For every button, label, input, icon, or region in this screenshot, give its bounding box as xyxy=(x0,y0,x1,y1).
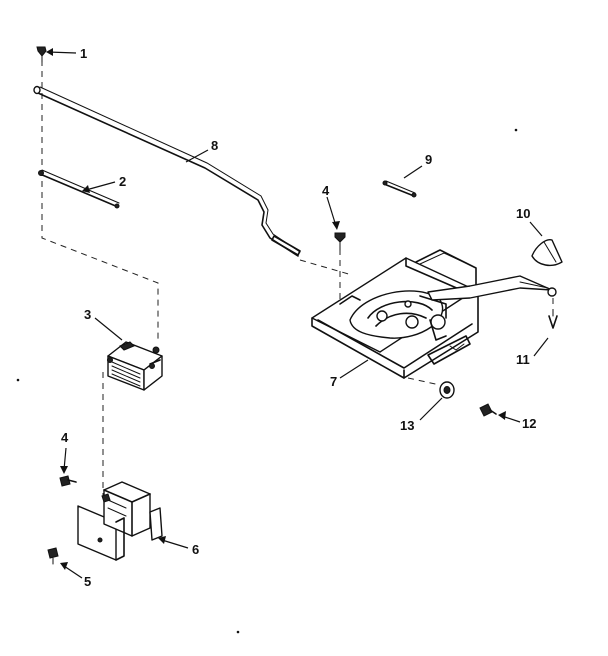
callout-4-lower: 4 xyxy=(61,430,69,445)
callout-11: 11 xyxy=(516,352,530,367)
callout-13: 13 xyxy=(400,418,414,433)
part-12-screw xyxy=(479,403,497,417)
callout-12: 12 xyxy=(522,416,536,431)
part-3-switch xyxy=(107,341,163,391)
part-13-washer xyxy=(439,381,455,399)
callout-7: 7 xyxy=(330,374,337,389)
callout-3: 3 xyxy=(84,307,91,322)
callout-9: 9 xyxy=(425,152,432,167)
part-7-housing xyxy=(311,249,479,379)
assembly-guide-lines xyxy=(41,60,554,500)
callout-labels: 1 2 8 9 4 10 3 7 11 13 12 4 6 5 xyxy=(61,46,536,589)
part-1-screw xyxy=(36,46,47,63)
callout-2: 2 xyxy=(119,174,126,189)
part-8-actuator-rod xyxy=(33,85,301,257)
callout-10: 10 xyxy=(516,206,530,221)
callout-8: 8 xyxy=(211,138,218,153)
part-2-short-rod xyxy=(38,169,120,209)
part-11-clip xyxy=(548,309,558,329)
callout-1: 1 xyxy=(80,46,87,61)
part-4-screw-upper xyxy=(334,232,346,251)
part-9-pin xyxy=(382,180,417,198)
part-6-bracket xyxy=(77,481,163,561)
leader-lines xyxy=(46,48,549,579)
scan-specks xyxy=(16,128,518,634)
callout-5: 5 xyxy=(84,574,91,589)
callout-4-upper: 4 xyxy=(322,183,330,198)
callout-6: 6 xyxy=(192,542,199,557)
part-4-screw-lower xyxy=(59,475,77,487)
part-5-screw xyxy=(47,547,59,565)
part-10-knob xyxy=(427,239,563,301)
